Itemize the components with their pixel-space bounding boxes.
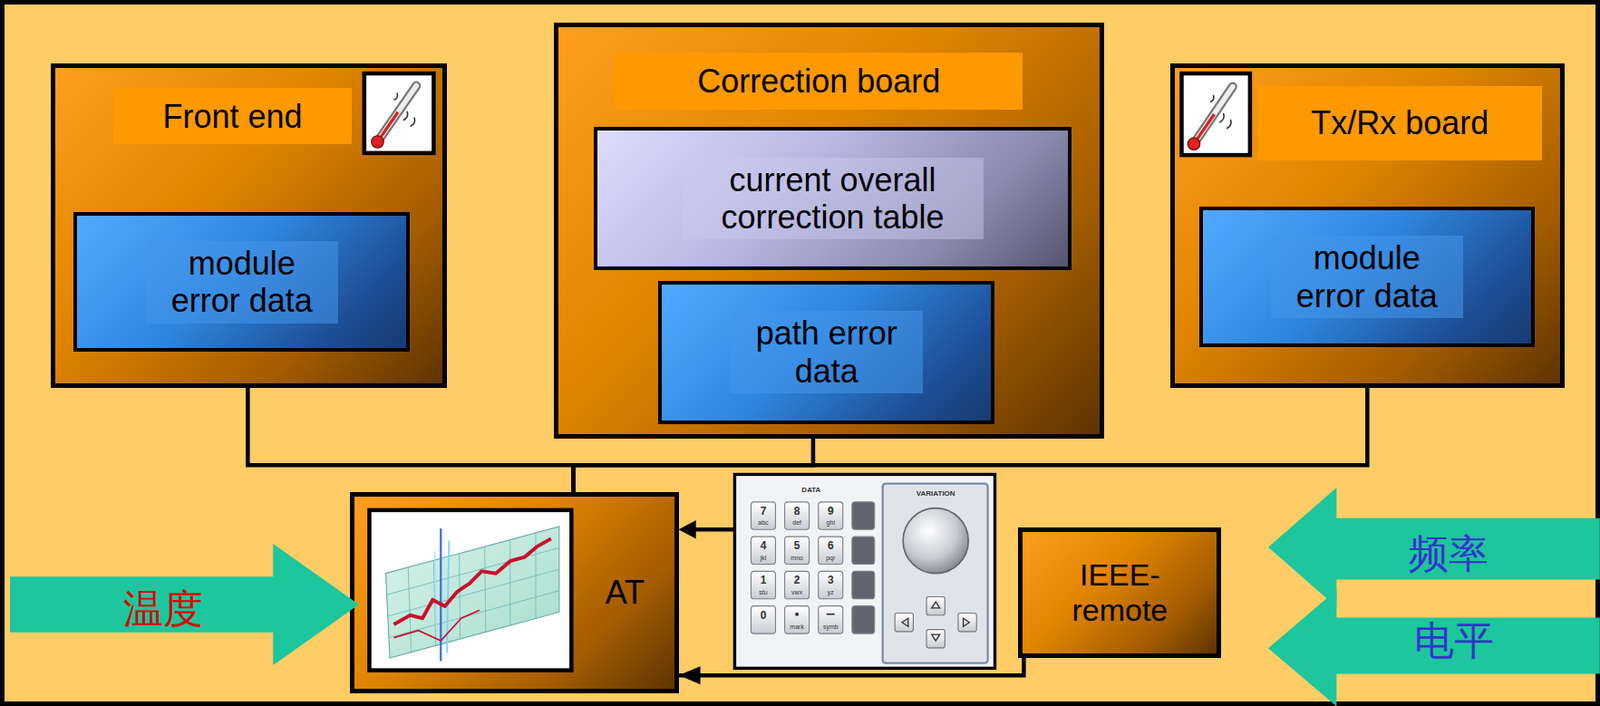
key-label: def (792, 519, 802, 526)
key-label-holder: yz (827, 588, 834, 595)
table-box: current overall correction table (593, 126, 1072, 272)
key-label-holder: 0 (760, 610, 767, 621)
key-label-holder: stu (758, 588, 767, 595)
data-box: module error data (1199, 206, 1535, 347)
key-label-holder: symb (823, 623, 839, 631)
key-label-holder: mno (790, 553, 804, 561)
key-label: mark (789, 623, 805, 631)
thermometer-icon (364, 73, 435, 154)
remote-box: IEEE- remote (1018, 527, 1222, 659)
input-arrow (678, 520, 736, 539)
text-holder: Tx/Rx board (1257, 86, 1542, 161)
text-holder: module error data (1202, 210, 1532, 343)
node-label: IEEE- remote (1060, 557, 1179, 629)
text-holder: Correction board (614, 52, 1023, 110)
key-label-holder: vwx (791, 588, 803, 595)
key-label-holder: 1 (760, 574, 767, 586)
key-label: 5 (794, 540, 801, 552)
key-label: jkl (760, 553, 767, 561)
key-label-holder: mark (789, 623, 805, 631)
node-label: 频率 (1408, 531, 1489, 578)
text-holder: 温度 (123, 586, 204, 633)
bus-line (247, 387, 573, 493)
text-holder: AT (571, 496, 679, 690)
key-label: mno (790, 553, 804, 561)
key-label-holder: VARIATION (916, 490, 956, 498)
key-label-holder: 5 (794, 540, 801, 552)
key-label: 3 (827, 574, 834, 586)
key-label: 0 (760, 610, 767, 621)
keypad-picture (734, 474, 995, 669)
thermometer-icon (1181, 73, 1250, 156)
key-label: 2 (794, 574, 801, 586)
key-label-holder: 8 (794, 505, 801, 517)
key-label-holder: def (792, 519, 802, 526)
key-label: DATA (801, 486, 821, 495)
node-label: path error data (730, 310, 923, 394)
text-holder: path error data (661, 284, 991, 422)
node-label: module error data (1270, 235, 1464, 319)
key-label-holder: 2 (794, 574, 801, 586)
key-label: yz (827, 588, 834, 595)
node-label: 电平 (1414, 618, 1494, 665)
key-label: 8 (794, 505, 801, 517)
data-box: module error data (73, 212, 410, 352)
key-label: 6 (827, 540, 834, 552)
input-arrow-shape: 电平 (1268, 590, 1600, 706)
key-label-holder: DATA (801, 486, 821, 495)
board-box: current overall correction table path err… (553, 22, 1105, 439)
node-label: module error data (145, 241, 339, 324)
text-holder: current overall correction table (597, 130, 1068, 268)
key-label-holder: 4 (760, 540, 767, 552)
key-label-holder: pqr (825, 553, 835, 561)
text-holder: module error data (77, 215, 407, 349)
key-label: ghi (826, 519, 835, 526)
key-label-holder: abc (757, 519, 768, 526)
board-heading: Tx/Rx board (1310, 104, 1489, 142)
key-label: pqr (825, 553, 835, 561)
key-label-holder: 3 (827, 574, 834, 586)
board-box: module error data Tx/Rx board (1170, 63, 1564, 388)
key-label: vwx (791, 588, 803, 595)
node-label: AT (605, 573, 645, 611)
key-label: stu (758, 588, 767, 595)
text-holder: IEEE- remote (1022, 532, 1217, 654)
key-label-holder: 9 (827, 505, 834, 517)
key-label-holder: jkl (760, 553, 767, 561)
key-label: symb (823, 623, 839, 631)
control-arrow (678, 658, 1025, 676)
text-holder: 电平 (1414, 618, 1494, 665)
at-box: AT (349, 492, 679, 695)
input-arrow-shape: 频率 (1268, 487, 1600, 608)
text-holder: 频率 (1408, 531, 1489, 578)
node-label: 温度 (123, 586, 204, 633)
key-label-holder: 7 (760, 505, 767, 517)
text-holder: Front end (113, 87, 351, 145)
data-box: path error data (658, 281, 995, 426)
key-label: 9 (827, 505, 834, 517)
node-label: current overall correction table (682, 157, 984, 241)
input-arrow-shape: 温度 (9, 543, 359, 666)
board-heading: Front end (163, 97, 303, 136)
key-label: 7 (760, 505, 767, 517)
board-heading: Correction board (697, 62, 941, 100)
chart-picture (368, 510, 572, 671)
key-label-holder: ghi (826, 519, 835, 526)
key-label: 1 (760, 574, 767, 586)
key-label-holder: 6 (827, 540, 834, 552)
key-label: VARIATION (916, 490, 956, 498)
key-label: 4 (760, 540, 767, 552)
board-box: module error data Front end (50, 63, 447, 388)
key-label: abc (757, 519, 768, 526)
